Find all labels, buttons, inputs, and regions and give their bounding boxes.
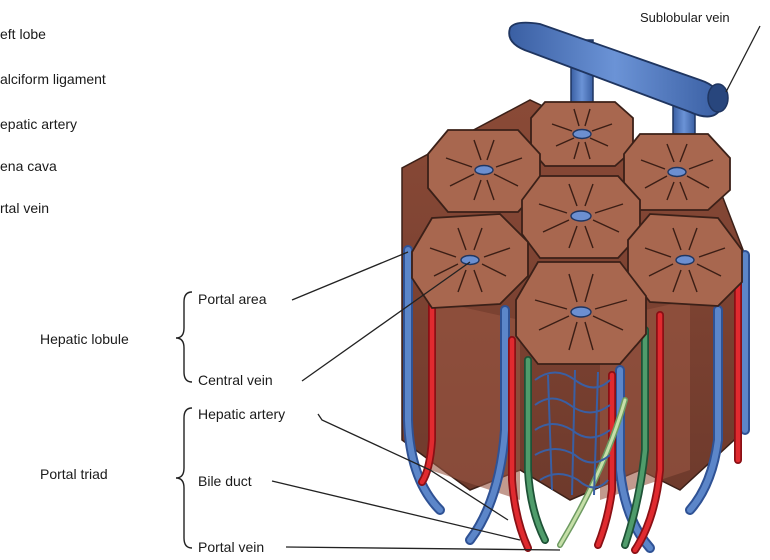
brace-hepatic-lobule — [176, 292, 192, 382]
leader-portal-vein — [286, 547, 560, 550]
leader-portal-area — [292, 252, 408, 300]
leader-sublobular-vein — [726, 26, 760, 92]
brace-portal-triad — [176, 408, 192, 548]
